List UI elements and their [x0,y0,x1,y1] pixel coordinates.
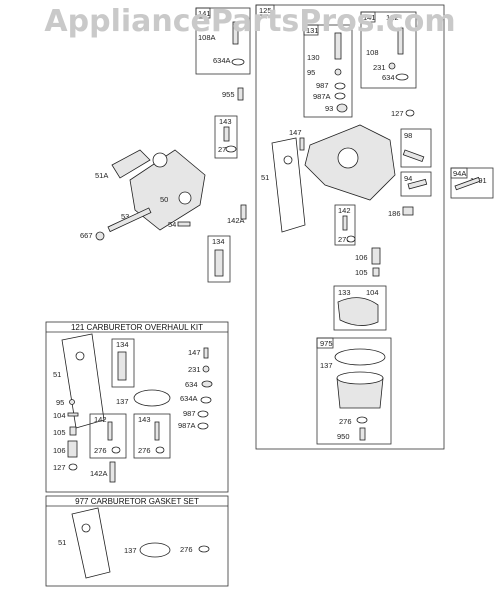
kit-box-134 [207,235,231,283]
label-134: 134 [212,237,225,246]
label-133: 133 [338,288,351,297]
kit-box-142 [334,204,356,246]
gasket-set-box [45,495,229,587]
kit-box-141b [360,11,417,89]
kit-box-141 [195,7,251,75]
gasket-51 [271,137,306,233]
label-51A: 51A [95,171,108,180]
kit-label-276b: 276 [138,446,151,455]
kit-label-634A: 634A [180,394,198,403]
kit-label-634: 634 [185,380,198,389]
kit-box-134-k [111,338,135,388]
kit-label-51: 51 [53,370,61,379]
label-105: 105 [355,268,368,277]
kit-box-142-k [89,413,127,459]
label-987A: 987A [313,92,331,101]
kit-label-147: 147 [188,348,201,357]
screw-54 [177,221,191,227]
kit-box-975 [316,337,392,445]
oring-137 [334,348,386,366]
label-141b: 141 [363,13,376,22]
kit-label-137: 137 [116,397,129,406]
label-147: 147 [289,128,302,137]
kit-label-987A: 987A [178,421,196,430]
label-276b: 276 [338,235,351,244]
gasket-set-title: 977 CARBURETOR GASKET SET [75,497,199,506]
label-95: 95 [307,68,315,77]
kit-box-133 [333,285,387,331]
label-955: 955 [222,90,235,99]
label-122: 122 [386,13,399,22]
set-label-137: 137 [124,546,137,555]
label-950: 950 [337,432,350,441]
kit-label-106: 106 [53,446,66,455]
label-127: 127 [391,109,404,118]
kit-box-94 [400,171,432,197]
label-51: 51 [261,173,269,182]
label-54: 54 [168,220,176,229]
label-130: 130 [307,53,320,62]
kit-label-104: 104 [53,411,66,420]
kit-label-127: 127 [53,463,66,472]
label-141: 141 [198,9,211,18]
label-53: 53 [121,212,129,221]
kit-label-143: 143 [138,415,151,424]
label-186: 186 [388,209,401,218]
kit-label-276a: 276 [94,446,107,455]
label-667: 667 [80,231,93,240]
label-231: 231 [373,63,386,72]
kit-label-105: 105 [53,428,66,437]
kit-oring-137 [133,389,171,407]
label-94A: 94A [453,169,466,178]
nut-667 [95,231,105,241]
label-106: 106 [355,253,368,262]
kit-label-987: 987 [183,409,196,418]
label-142A: 142A [227,216,245,225]
seal-part [231,58,245,66]
label-104: 104 [366,288,379,297]
set-gasket-51 [71,507,111,579]
set-oring-137 [139,542,171,558]
kit-label-95: 95 [56,398,64,407]
label-93: 93 [325,104,333,113]
kit-box-143 [214,115,238,159]
label-94: 94 [404,174,412,183]
label-108: 108 [366,48,379,57]
label-131: 131 [306,26,319,35]
kit-box-131 [303,24,353,118]
kit-label-231: 231 [188,365,201,374]
label-143: 143 [219,117,232,126]
set-label-276: 276 [180,545,193,554]
kit-box-143-k [133,413,171,459]
overhaul-kit-box [45,321,229,493]
label-987: 987 [316,81,329,90]
spring-955 [237,87,244,101]
gasket-51A [111,149,151,179]
kit-box-98 [400,128,432,168]
label-98: 98 [404,131,412,140]
overhaul-kit-title: 121 CARBURETOR OVERHAUL KIT [71,323,203,332]
label-108A: 108A [198,33,216,42]
label-276c: 276 [339,417,352,426]
label-50: 50 [160,195,168,204]
kit-label-134: 134 [116,340,129,349]
choke-shaft-part [232,21,239,45]
label-975: 975 [320,339,333,348]
kit-label-142: 142 [94,415,107,424]
stud-53 [107,207,152,233]
float-133 [337,297,379,326]
label-142: 142 [338,206,351,215]
kit-box-94A [450,167,494,199]
kit-label-142A: 142A [90,469,108,478]
label-137: 137 [320,361,333,370]
set-label-51: 51 [58,538,66,547]
label-276a: 276 [218,145,231,154]
label-box-125 [255,4,275,16]
label-634A: 634A [213,56,231,65]
label-634: 634 [382,73,395,82]
carburetor-assembly-box [255,4,445,450]
label-125: 125 [259,6,272,15]
